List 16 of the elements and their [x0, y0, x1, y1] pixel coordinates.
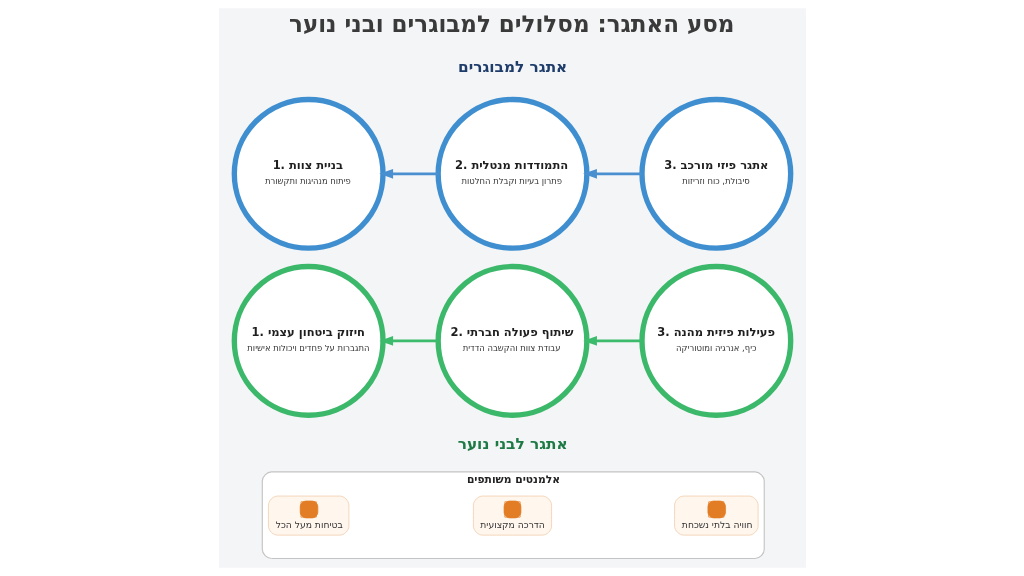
node-circle: 3. פעילות פיזית מהנה כיף, אנרגיה ומוטוריקה: [638, 263, 793, 418]
label: אתגר לבני נוער: [457, 434, 568, 453]
diagram-title: מסע האתגר: מסלולים למבוגרים ובני נוער: [288, 11, 735, 38]
arrow: [582, 169, 642, 179]
arrow: [378, 336, 438, 346]
arrow: [378, 169, 438, 179]
node-circle: 2. שיתוף פעולה חברתי עבודת צוות והקשבה הדדית: [435, 263, 589, 418]
label: אתגר למבוגרים: [457, 57, 567, 76]
node-box: הדרכה מקצועית: [472, 495, 552, 536]
node-circle: 1. בניית צוות פיתוח מנהיגות ותקשורת: [231, 96, 386, 251]
node-circle: 2. התמודדות מנטלית פתרון בעיות וקבלת החלטות: [435, 96, 589, 251]
arrow: [582, 336, 642, 346]
node-circle: 3. אתגר פיזי מורכב סיבולת, כוח וזריזות: [638, 96, 793, 251]
node-box: בטיחות מעל הכל: [267, 495, 349, 536]
node-circle: 1. חיזוק ביטחון עצמי התגברות על פחדים ויכולות אישיות: [231, 263, 386, 418]
node-box: חוויה בלתי נשכחת: [673, 495, 758, 536]
